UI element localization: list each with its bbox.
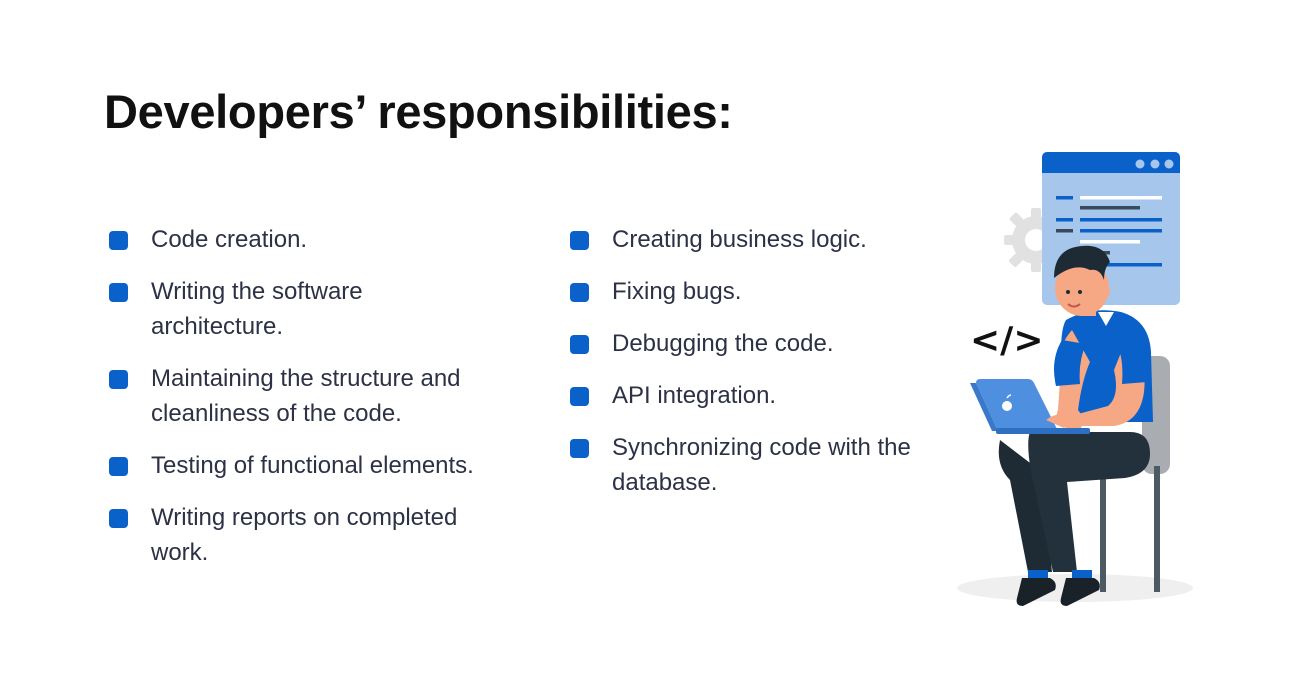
bullet-icon — [109, 370, 128, 389]
list-item-text: Fixing bugs. — [612, 278, 742, 305]
list-item-text: Creating business logic. — [612, 226, 867, 253]
responsibility-list-right: Creating business logic. Fixing bugs. De… — [570, 222, 930, 517]
bullet-icon — [109, 283, 128, 302]
list-item: Testing of functional elements. — [109, 448, 529, 483]
laptop-icon — [970, 379, 1090, 434]
list-item-text: Testing of functional elements. — [151, 452, 474, 479]
apple-logo-icon — [1002, 394, 1012, 411]
list-item: Creating business logic. — [570, 222, 930, 257]
list-item-text: Debugging the code. — [612, 330, 834, 357]
list-item: Writing reports on completed work. — [109, 500, 529, 570]
list-item-text: API integration. — [612, 382, 777, 409]
page-title: Developers’ responsibilities: — [104, 85, 733, 138]
bullet-icon — [109, 509, 128, 528]
code-tag-icon: </> — [970, 320, 1043, 361]
bullet-icon — [570, 283, 589, 302]
bullet-icon — [109, 231, 128, 250]
list-item: API integration. — [570, 378, 930, 413]
responsibility-list-left: Code creation. Writing the software arch… — [109, 222, 529, 587]
list-item: Debugging the code. — [570, 326, 930, 361]
list-item: Maintaining the structure and cleanlines… — [109, 361, 529, 431]
developer-illustration: </> — [957, 152, 1193, 606]
bullet-icon — [570, 387, 589, 406]
list-item: Writing the software architecture. — [109, 274, 529, 344]
list-item-text: Writing reports on completed work. — [151, 504, 458, 566]
list-item: Synchronizing code with the database. — [570, 430, 930, 500]
list-item: Code creation. — [109, 222, 529, 257]
bullet-icon — [570, 439, 589, 458]
bullet-icon — [109, 457, 128, 476]
list-item: Fixing bugs. — [570, 274, 930, 309]
list-item-text: Synchronizing code with the database. — [612, 434, 911, 496]
list-item-text: Code creation. — [151, 226, 308, 253]
list-item-text: Writing the software architecture. — [151, 278, 363, 340]
bullet-icon — [570, 335, 589, 354]
bullet-icon — [570, 231, 589, 250]
list-item-text: Maintaining the structure and cleanlines… — [151, 365, 461, 427]
